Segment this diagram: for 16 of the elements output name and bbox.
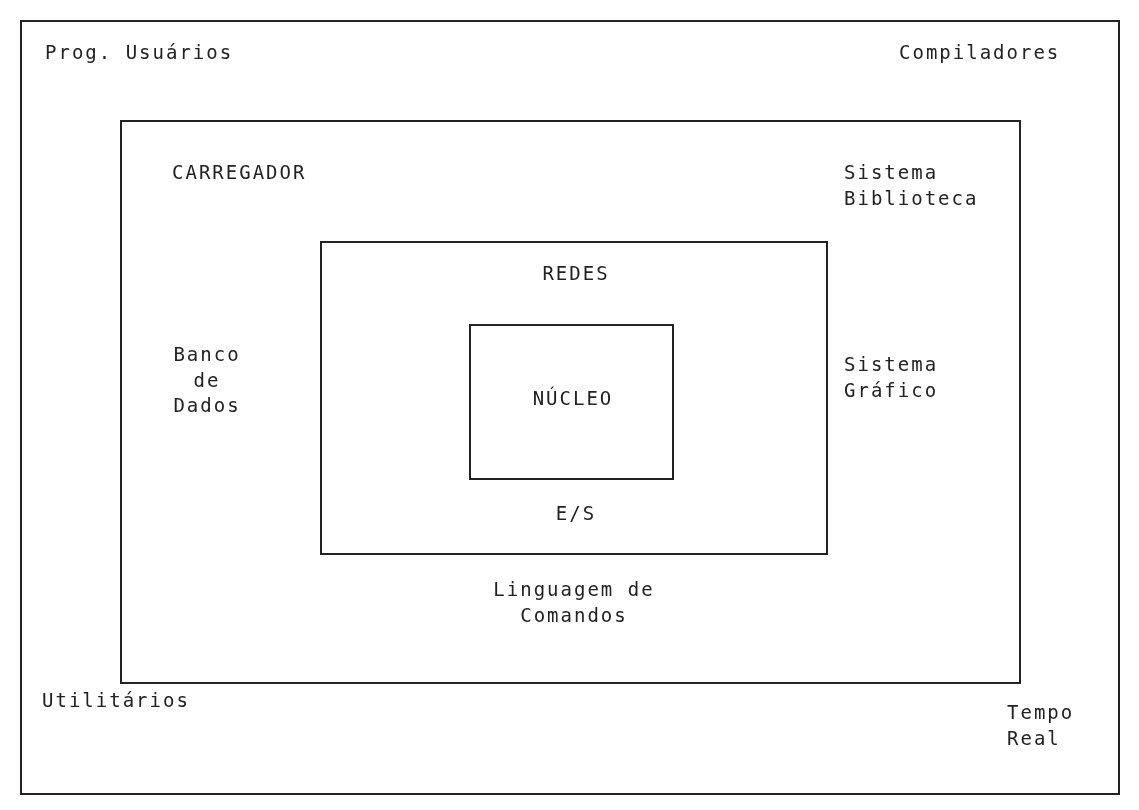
layer-label: NÚCLEO [531, 386, 615, 411]
core-box [469, 324, 674, 480]
outer-frame [20, 20, 1120, 795]
layer-label: Sistema Biblioteca [844, 160, 980, 211]
layer-label: Linguagem de Comandos [492, 577, 656, 628]
layer-label: Prog. Usuários [45, 40, 234, 65]
layer-box [120, 120, 1021, 684]
layer-label: CARREGADOR [172, 160, 307, 185]
layer-label: REDES [541, 261, 611, 286]
layer-label: E/S [554, 501, 598, 526]
layer-label: Utilitários [42, 688, 190, 713]
layer-label: Tempo Real [1007, 700, 1076, 751]
layer-box [320, 241, 828, 555]
layer-label: Compiladores [899, 40, 1061, 65]
layer-label: Banco de Dados [172, 342, 242, 419]
layer-label: Sistema Gráfico [844, 352, 940, 403]
